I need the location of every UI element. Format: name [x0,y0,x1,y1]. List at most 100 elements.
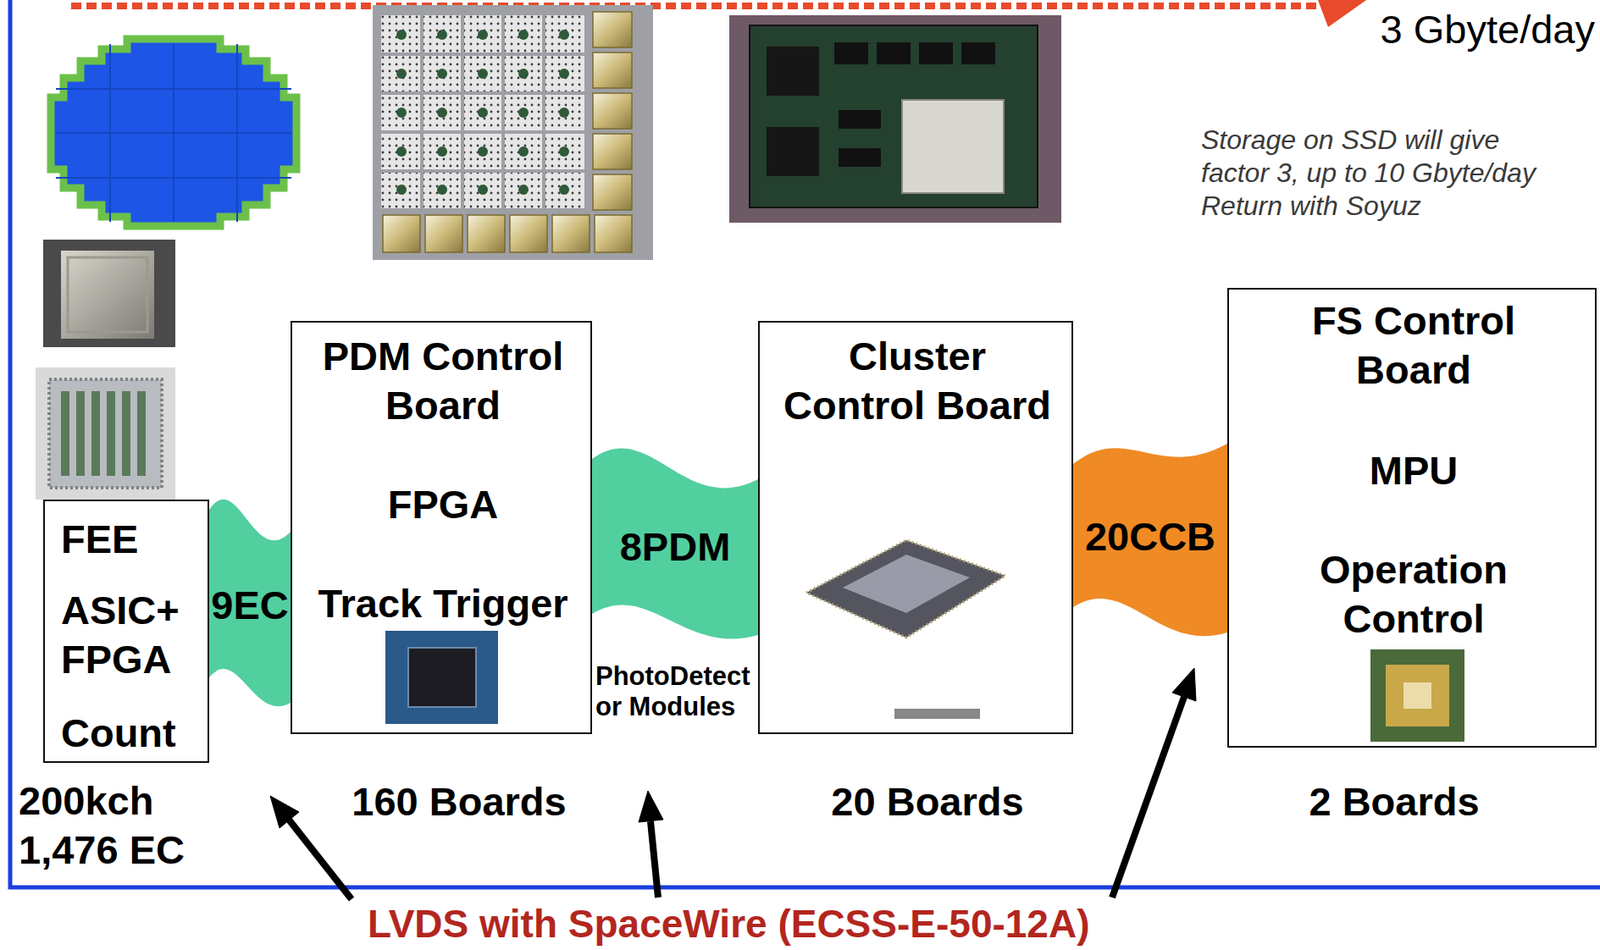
memory-chip [838,148,881,167]
box-text: MPU [1273,446,1554,496]
annotation-label: LVDS with SpaceWire (ECSS-E-50-12A) [367,902,1090,946]
gold-cube [592,133,632,170]
pointer-arrow [1112,697,1185,898]
pdm-ec-cubes [382,11,632,253]
grid-line [55,88,292,90]
cell-centre [437,107,448,118]
box-text: Operation Control [1273,545,1554,644]
data-rate-arrow [71,2,1324,10]
connector-strip [894,708,980,720]
cell-centre [396,146,407,157]
cell-divider [381,169,585,173]
frame-border [10,0,1600,888]
cell-centre [477,184,488,195]
box-title: Cluster Control Board [777,332,1058,431]
cell-centre [518,146,529,157]
process-box: FEEASIC+ FPGACount [43,499,210,764]
cell-centre [477,68,488,79]
die-column [76,391,85,477]
pointer-arrow [650,821,659,898]
gold-cube [509,215,548,253]
gold-cube [552,215,590,253]
cell-centre [559,184,570,195]
data-rate-arrowhead [1317,0,1369,28]
gold-cube [592,93,632,129]
cell-centre [559,107,570,118]
dsp-chip-lid [842,554,970,614]
grid-line [55,132,292,134]
cell-centre [477,107,488,118]
process-box: Cluster Control Board [758,321,1074,735]
mpu-core [1403,682,1432,709]
link-band [1073,443,1228,637]
cell-centre [396,107,407,118]
pdm-cell-area [381,15,585,209]
link-label: 20CCB [1085,514,1216,560]
gold-cube [592,174,632,211]
cell-centre [559,146,570,157]
focal-surface-grid [55,44,292,222]
pdm-photo [372,5,654,261]
cell-centre [396,29,407,40]
cell-divider [381,91,585,95]
cell-divider [501,15,505,209]
box-text: ASIC+ FPGA [60,586,205,685]
mpu-photo [1370,649,1465,742]
memory-chip [838,110,881,129]
cell-divider [460,15,465,209]
die-column [60,391,70,477]
memory-chip [834,42,869,65]
link-band [209,499,291,708]
link-label: 8PDM [620,525,731,570]
pdm-cell-pins [381,15,585,209]
fpga-chip [902,99,1004,194]
gold-cube [594,215,632,253]
link-label: 9EC [210,583,288,628]
cell-centre [518,184,529,195]
cell-centre [396,68,407,79]
cell-divider [381,130,585,134]
asic-die-columns [60,391,146,477]
dsp-chip [766,46,820,96]
cell-centre [559,29,570,40]
box-title: PDM Control Board [303,332,583,431]
ec-cube [60,250,155,339]
link-band [592,448,759,639]
gold-cube [425,215,463,253]
cell-centre [559,68,570,79]
cell-centre [477,146,488,157]
box-title: FS Control Board [1273,296,1554,395]
gold-cube [592,11,632,48]
cell-centre [477,29,488,40]
pdm-cells [381,15,585,209]
fpga-photo [385,631,499,725]
gold-cube [467,215,505,253]
memory-chip [876,42,911,65]
annotation-label: 3 Gbyte/day [1380,6,1595,53]
gold-cube [592,52,632,89]
cell-divider [381,52,585,56]
die-column [91,391,100,477]
gold-cube [382,215,421,253]
cell-centre [437,146,448,157]
cell-centre [518,68,529,79]
dsp-board [749,25,1038,208]
box-text: Count [60,708,205,759]
process-box: FS Control BoardMPU Operation Control [1227,287,1597,748]
focal-surface [50,38,297,227]
annotation-label: 20 Boards [830,777,1024,827]
memory-chip [919,42,953,65]
cell-centre [437,68,448,79]
annotation-label: Storage on SSD will give factor 3, up to… [1201,123,1553,223]
die-column [137,391,146,477]
memory-chip [961,42,996,65]
dsp-chip-package [806,540,1006,638]
cell-centre [396,184,407,195]
cell-divider [542,15,546,209]
pointer-arrow [288,819,352,900]
asic-photo [35,367,176,500]
cell-centre [518,107,529,118]
cell-centre [437,184,448,195]
annotation-label: 200kch 1,476 EC [18,776,201,875]
